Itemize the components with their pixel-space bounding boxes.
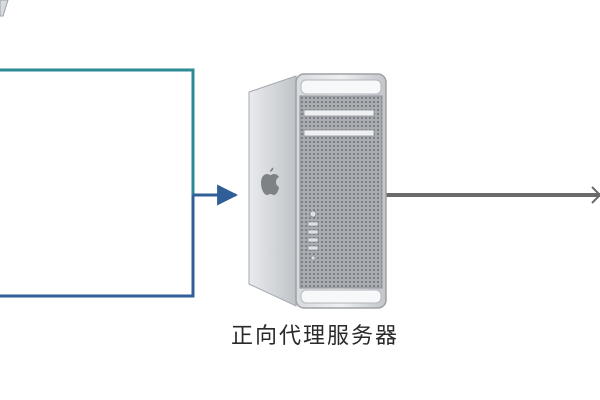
bottom-connection-line [0,195,195,298]
drive-bay-2 [303,129,375,137]
client-device-fragment [0,0,9,17]
server-tower-icon [248,73,387,309]
server-label: 正向代理服务器 [230,324,399,349]
top-connection-line [0,68,195,195]
apple-logo-icon [261,167,279,195]
drive-bay-1 [303,109,375,117]
front-ports [307,210,319,261]
outgoing-arrow-head [591,186,600,204]
